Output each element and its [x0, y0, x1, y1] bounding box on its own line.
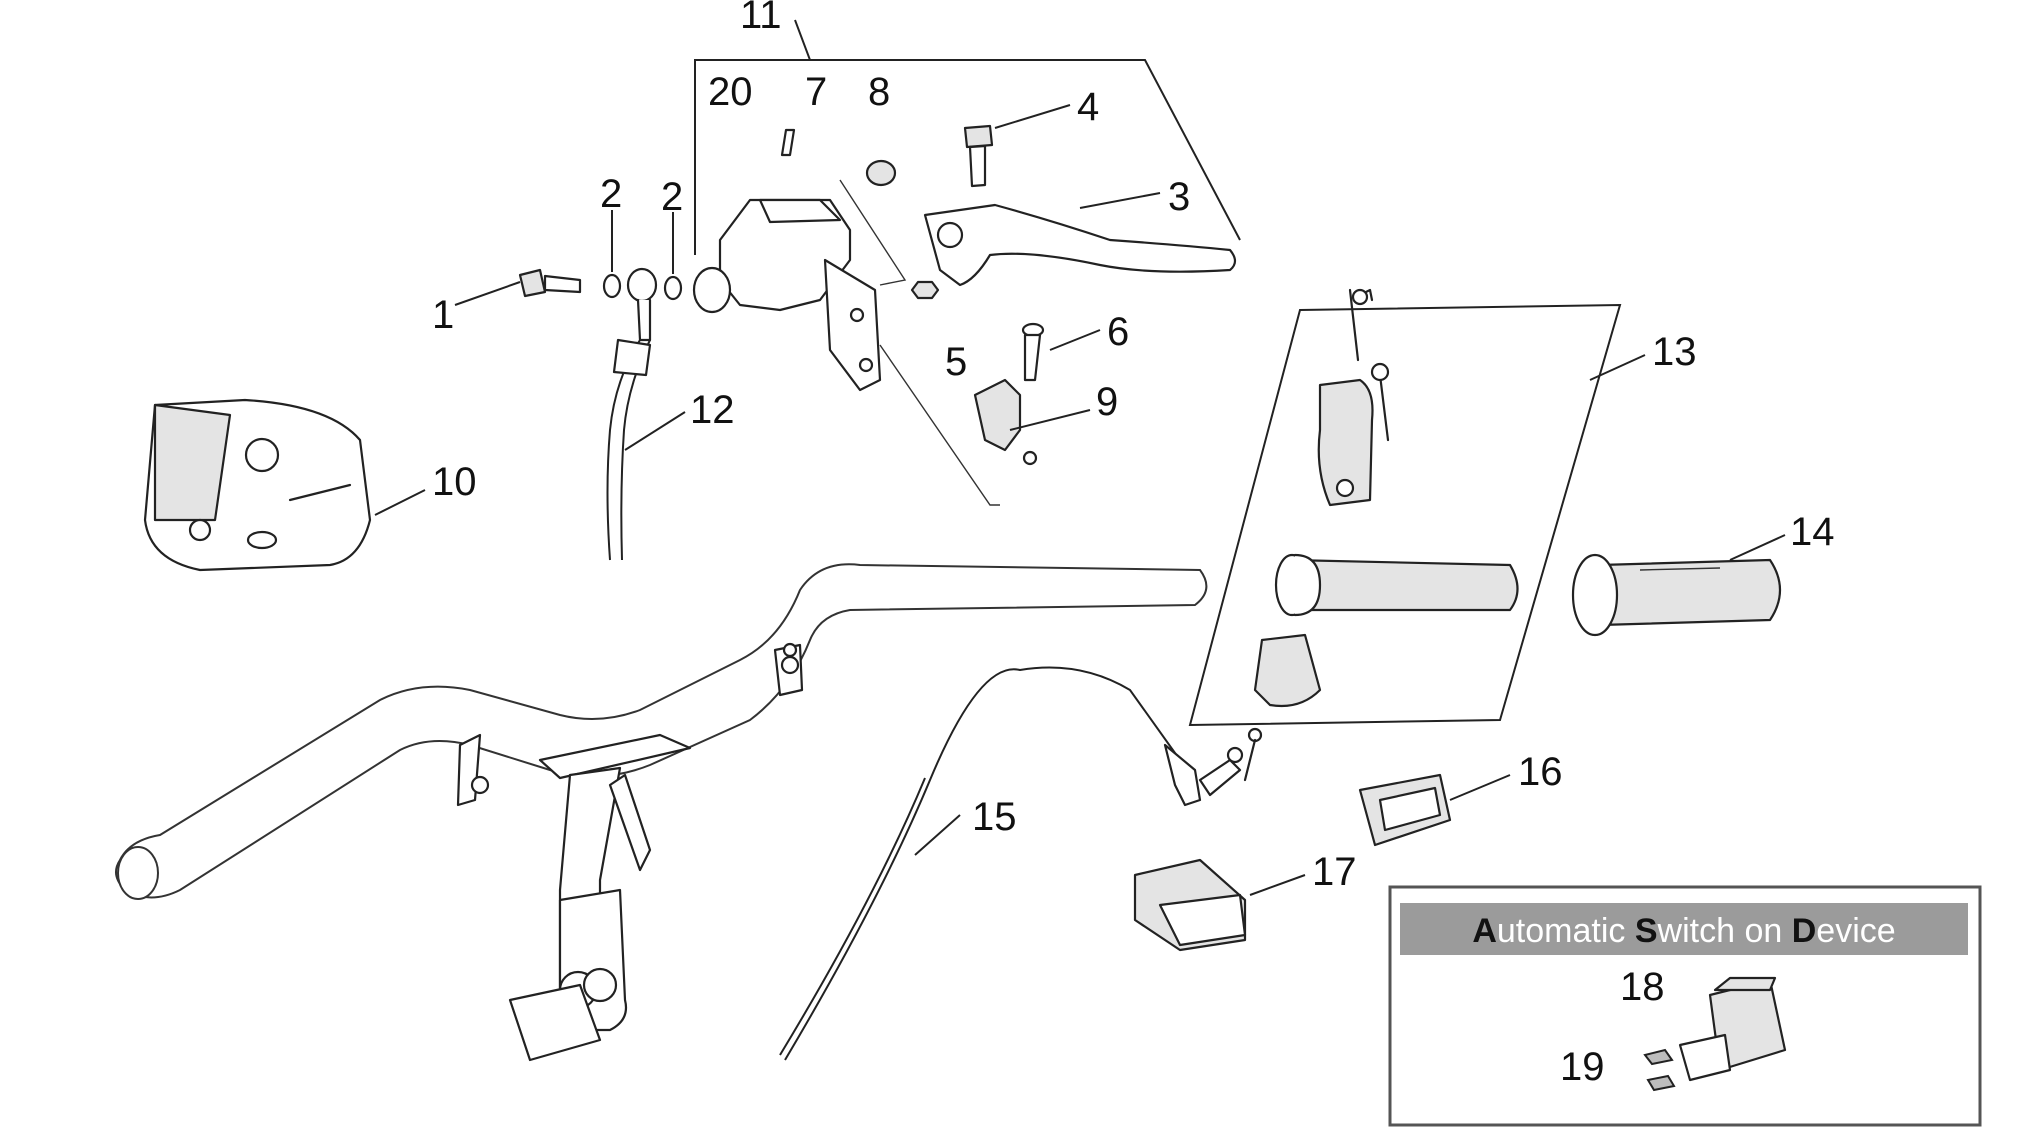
automatic-switch-device: [1678, 976, 1787, 1082]
switch-16: [1358, 773, 1452, 847]
callout-5: 5: [945, 340, 967, 384]
inset-title-part-0: A: [1472, 912, 1497, 950]
nut-5: [910, 280, 940, 300]
banjo-fitting: [626, 267, 658, 342]
grip-group-frame: [1188, 303, 1622, 727]
inset-title: Automatic Switch on Device: [1472, 912, 1895, 950]
callout-6: 6: [1107, 310, 1129, 354]
screw-20: [780, 128, 796, 157]
lever-group-frame: [694, 59, 1241, 255]
callout-9: 9: [1096, 380, 1118, 424]
callout-16: 16: [1518, 750, 1563, 794]
master-cylinder: [692, 198, 882, 392]
callout-3: 3: [1168, 175, 1190, 219]
callout-14: 14: [1790, 510, 1835, 554]
inset-title-part-4: D: [1792, 912, 1817, 950]
inset-title-part-5: evice: [1816, 912, 1895, 950]
callout-15: 15: [972, 795, 1017, 839]
callout-8: 8: [868, 70, 890, 114]
throttle-grip: [1243, 288, 1519, 782]
switch-housing-10: [143, 398, 372, 572]
callout-11: 11: [740, 0, 782, 37]
bolt-1: [518, 268, 582, 298]
lever-3: [923, 203, 1237, 287]
callout-13: 13: [1652, 330, 1697, 374]
washers-2: [602, 273, 683, 301]
inset-title-band: [1400, 903, 1968, 955]
screw-6: [1021, 322, 1045, 382]
inset-panel: Automatic Switch on Device: [1388, 885, 1982, 1127]
throttle-cable: [779, 666, 1244, 1061]
switch-17: [1133, 858, 1247, 952]
brake-hose: [606, 338, 652, 561]
callout-19: 19: [1560, 1045, 1605, 1089]
callout-18: 18: [1620, 965, 1665, 1009]
inset-title-part-1: utomatic: [1497, 912, 1635, 950]
callout-10: 10: [432, 460, 477, 504]
callout-2b: 2: [661, 175, 683, 219]
callouts: 1 2 2 3 4 5 6 7 8 9 10 11 12 13 14 15 16…: [432, 0, 1835, 1089]
callout-1: 1: [432, 293, 454, 337]
handlebar: [115, 563, 1208, 1062]
callout-7: 7: [805, 70, 827, 114]
reservoir-cap: [865, 159, 897, 187]
callout-4: 4: [1077, 85, 1099, 129]
callout-2a: 2: [600, 172, 622, 216]
left-grip: [1571, 553, 1781, 637]
inset-title-part-2: S: [1635, 912, 1658, 950]
inset-title-part-3: witch on: [1657, 912, 1792, 950]
clips-19: [1643, 1048, 1676, 1092]
callout-17: 17: [1312, 850, 1357, 894]
bolt-4: [963, 124, 994, 188]
callout-12: 12: [690, 388, 735, 432]
callout-20: 20: [708, 70, 753, 114]
bracket-9: [973, 378, 1038, 466]
